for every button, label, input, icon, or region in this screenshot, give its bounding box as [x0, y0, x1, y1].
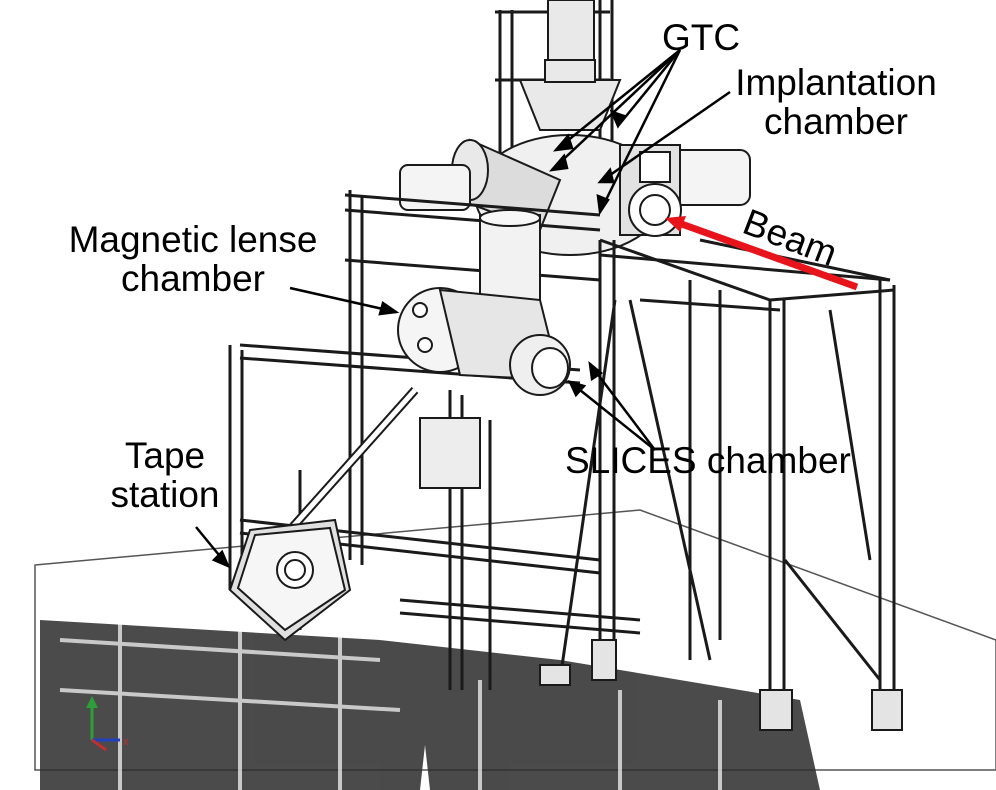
label-slices-chamber: SLICES chamber	[565, 440, 851, 481]
ground-shadow	[40, 620, 820, 790]
magnetic-lense-chamber	[397, 209, 571, 489]
label-magnetic-line2: chamber	[121, 258, 265, 299]
label-gtc: GTC	[662, 17, 741, 58]
frame-feet	[539, 639, 903, 731]
label-magnetic-lense-chamber: Magnetic lense chamber	[63, 220, 323, 298]
coordinate-axes-icon: x	[86, 696, 129, 752]
beam-arrowhead	[665, 216, 686, 232]
label-tape-station: Tape station	[100, 436, 230, 514]
beam-line	[674, 218, 859, 291]
annotation-arrows	[195, 49, 731, 569]
svg-text:x: x	[123, 736, 129, 748]
label-tape-line1: Tape	[124, 435, 206, 476]
shadow-grid	[59, 620, 722, 790]
right-frame	[558, 238, 896, 730]
label-implantation-chamber: Implantation chamber	[725, 63, 947, 141]
label-magnetic-line1: Magnetic lense	[68, 219, 318, 260]
label-tape-line2: station	[110, 474, 220, 515]
label-implantation-line2: chamber	[764, 101, 908, 142]
tape-station	[228, 387, 419, 642]
label-implantation-line1: Implantation	[735, 62, 937, 103]
